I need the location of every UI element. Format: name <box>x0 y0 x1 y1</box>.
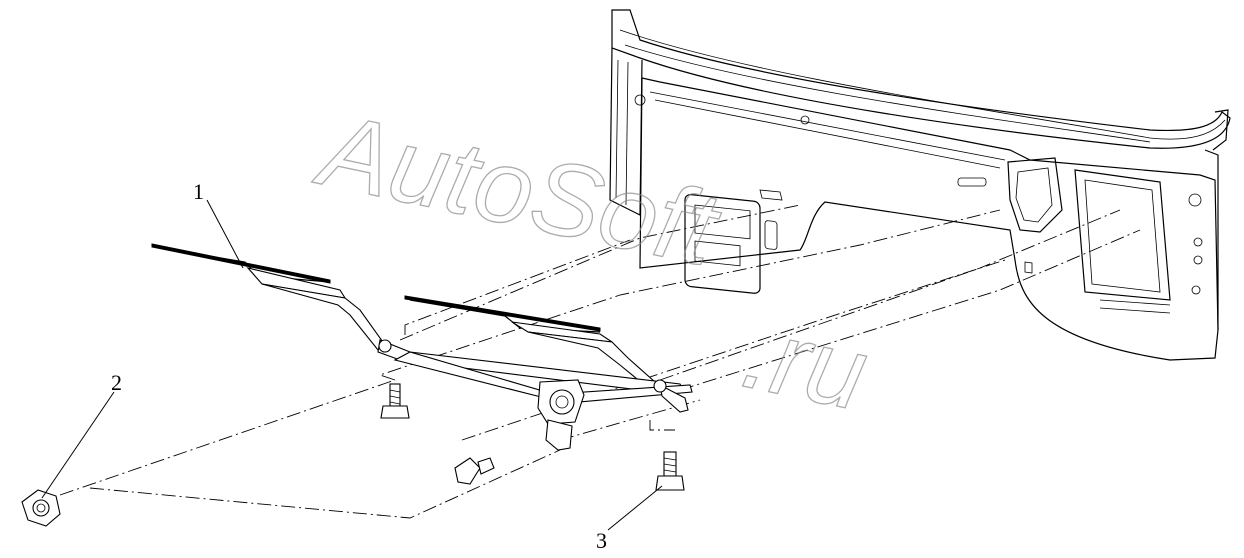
bolt-left <box>380 383 410 419</box>
wiper-blade-left <box>151 243 386 351</box>
bolt-lower-right <box>655 451 685 491</box>
callout-3: 3 <box>596 528 607 553</box>
watermark-line-1: AutoSoft <box>306 91 730 290</box>
wiper-linkage <box>377 339 693 451</box>
leader-line-2 <box>41 391 115 499</box>
callout-2: 2 <box>111 370 122 395</box>
leader-line-3 <box>607 485 663 531</box>
nut <box>21 489 61 527</box>
body-panel <box>609 9 1231 361</box>
leader-line-1 <box>206 199 244 269</box>
callout-1: 1 <box>193 179 204 204</box>
watermark-line-2: .ru <box>734 294 877 433</box>
bolt-center <box>454 457 495 485</box>
